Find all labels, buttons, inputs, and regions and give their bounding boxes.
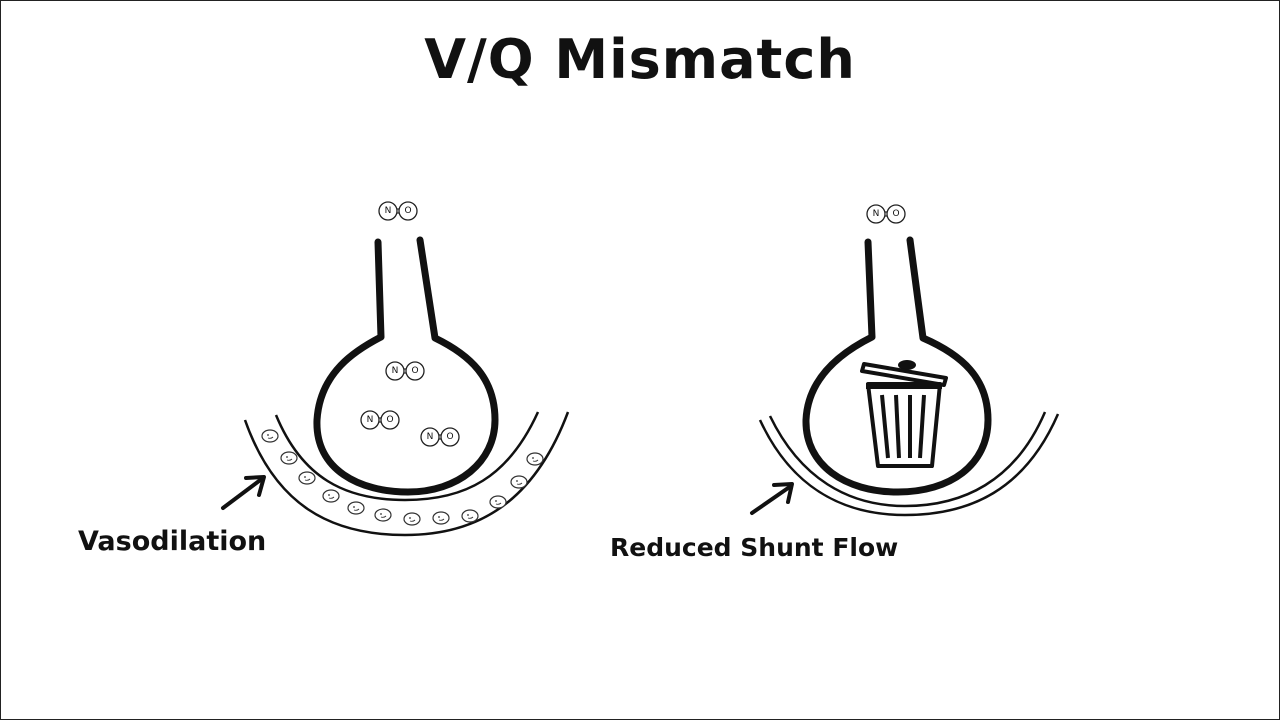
no-molecule-left-top: N O <box>378 201 418 221</box>
red-blood-cells <box>261 429 544 526</box>
molecule-o-label: O <box>404 206 411 216</box>
molecule-n-label: N <box>385 206 392 216</box>
molecule-n-label: N <box>367 415 374 425</box>
molecule-o-label: O <box>386 415 393 425</box>
right-capillary <box>758 411 1060 517</box>
no-molecule-left-1: N O <box>385 361 425 381</box>
no-molecule-right-top: N O <box>866 204 906 224</box>
molecule-n-label: N <box>873 209 880 219</box>
no-molecule-left-2: N O <box>360 410 400 430</box>
arrow-icon <box>221 475 266 510</box>
trash-can-icon <box>860 360 948 468</box>
molecule-n-label: N <box>392 366 399 376</box>
right-alveolus <box>802 236 992 496</box>
molecule-o-label: O <box>892 209 899 219</box>
molecule-o-label: O <box>446 432 453 442</box>
no-molecule-left-3: N O <box>420 427 460 447</box>
molecule-n-label: N <box>427 432 434 442</box>
left-capillary <box>243 411 570 537</box>
vasodilation-label: Vasodilation <box>78 526 266 557</box>
page-title: V/Q Mismatch <box>424 28 856 91</box>
reduced-shunt-flow-label: Reduced Shunt Flow <box>610 533 898 562</box>
molecule-o-label: O <box>411 366 418 376</box>
arrow-icon <box>750 482 794 515</box>
left-alveolus <box>313 236 499 496</box>
